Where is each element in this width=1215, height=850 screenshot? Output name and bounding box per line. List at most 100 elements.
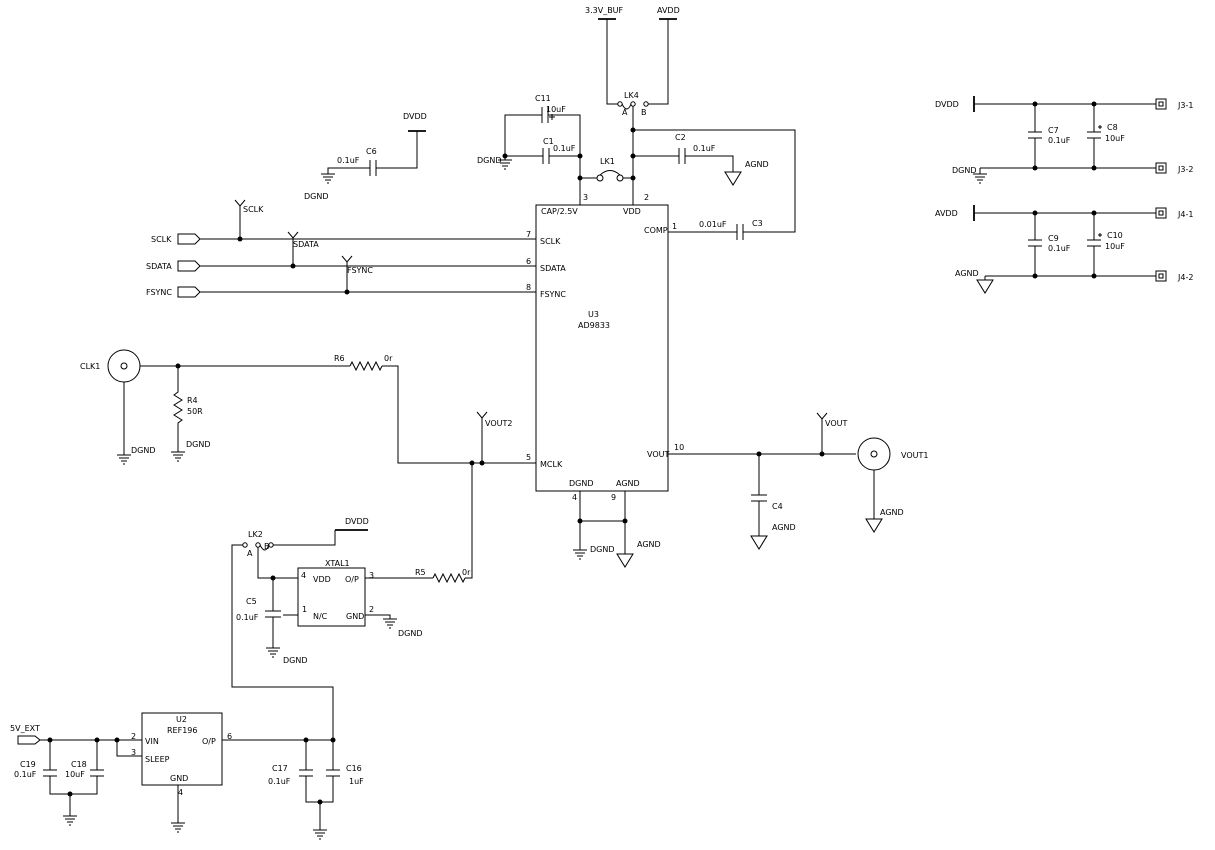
u3-pin-vout-num: 10 [674, 443, 684, 452]
fsync-netflag [341, 255, 353, 292]
r6-resistor: R6 0r [334, 354, 393, 372]
c18-c19-plates [43, 769, 104, 777]
junction [479, 460, 485, 466]
c9-value: 0.1uF [1048, 244, 1071, 253]
u2-pin-vin-name: VIN [145, 737, 159, 746]
lk4-b: B [641, 108, 647, 117]
ground-icon [117, 454, 131, 465]
c11-plus [549, 114, 555, 120]
lk4-pad [643, 101, 649, 107]
c6-value: 0.1uF [337, 156, 360, 165]
vout-output: VOUT VOUT1 AGND [668, 412, 928, 533]
net-avdd-top: AVDD [657, 6, 680, 15]
c4-capacitor: C4 AGND [750, 454, 796, 550]
junction [1032, 165, 1038, 171]
lk4-arc [621, 103, 632, 110]
agnd-symbol [976, 276, 994, 294]
sclk-netflag [234, 199, 246, 239]
lk2-arc [259, 544, 270, 551]
c1-value: 0.1uF [553, 144, 576, 153]
c9-ref: C9 [1048, 234, 1059, 243]
net-agnd-u3: AGND [637, 540, 661, 549]
c8-ref: C8 [1107, 123, 1118, 132]
ground-icon [973, 168, 987, 184]
lk1-ref: LK1 [600, 157, 615, 166]
ground-icon [171, 451, 185, 462]
u3-part: AD9833 [578, 321, 610, 330]
u3-pin-comp-num: 1 [672, 222, 677, 231]
u2-pin-op-name: O/P [202, 737, 216, 746]
xtal1-gnd-wire [365, 614, 391, 619]
net-dgnd-xtal: DGND [398, 629, 423, 638]
u2-pin-sleep-num: 3 [131, 748, 136, 757]
bnc-center [870, 450, 878, 458]
c7-ref: C7 [1048, 126, 1059, 135]
lk2-b: B [264, 542, 270, 551]
c7-c8-plates [1028, 131, 1101, 139]
vout-netflag [816, 412, 828, 454]
c17-value: 0.1uF [268, 777, 291, 786]
resistor-zigzag [173, 366, 183, 452]
c16-c17-plates [299, 769, 340, 777]
u3-pin-fsync-name: FSYNC [540, 290, 566, 299]
u2-pin-gnd-num: 4 [178, 788, 183, 797]
r6-ref: R6 [334, 354, 345, 363]
u2-pin-op-num: 6 [227, 732, 232, 741]
c3-plates [736, 224, 744, 240]
u3-pin-cap-num: 3 [583, 193, 588, 202]
c2-plates [678, 148, 686, 164]
junction [290, 263, 296, 269]
c1-ref: C1 [543, 137, 554, 146]
sdata-netflag [287, 231, 299, 266]
resistor-zigzag [432, 572, 466, 584]
net-dvdd-lk2: DVDD [345, 517, 369, 526]
terminal-pin [1158, 101, 1164, 107]
u2-output: C17 0.1uF C16 1uF [222, 737, 364, 840]
xtal1-oscillator: XTAL1 VDD 4 O/P 3 N/C 1 GND 2 DGND [283, 463, 473, 638]
port-icon [177, 286, 201, 298]
r6-value: 0r [384, 354, 393, 363]
u3-pin-sclk-name: SCLK [540, 237, 561, 246]
c3-capacitor: C3 0.01uF [668, 219, 763, 240]
c2-leads [633, 155, 734, 172]
c11-value: 10uF [546, 105, 566, 114]
v5-input: 5V_EXT C19 0.1uF C18 10uF [10, 724, 142, 826]
terminal-pin [1158, 273, 1164, 279]
xtal1-pin-nc-name: N/C [313, 612, 328, 621]
lk4-a: A [622, 108, 628, 117]
vout2-net: VOUT2 [469, 411, 512, 466]
agnd-symbol [616, 553, 634, 568]
xtal1-pin-op-num: 3 [369, 571, 374, 580]
net-dvdd-top: DVDD [403, 112, 427, 121]
port-icon [177, 233, 201, 245]
junction [1032, 210, 1038, 216]
u2-part: REF196 [167, 726, 197, 735]
c17-ref: C17 [272, 764, 288, 773]
terminal-pin [1158, 165, 1164, 171]
c11-ref: C11 [535, 94, 551, 103]
net-vout2: VOUT2 [485, 419, 512, 428]
u3-pin-vout-name: VOUT [647, 450, 669, 459]
ground-icon [321, 173, 335, 184]
junction [1032, 273, 1038, 279]
c18-ref: C18 [71, 760, 87, 769]
c7-c8-leads [1034, 104, 1095, 168]
resistor-zigzag [349, 360, 383, 372]
port-icon [177, 260, 201, 272]
lk2-pad [255, 542, 261, 548]
avdd-wire [648, 19, 669, 105]
net-agnd-c4: AGND [772, 523, 796, 532]
comp-loop-wire [633, 129, 796, 233]
ground-icon [498, 159, 512, 170]
c3-value: 0.01uF [699, 220, 727, 229]
c9-c10-plates [1028, 239, 1101, 247]
u2-pin-gnd-name: GND [170, 774, 188, 783]
lk2-a: A [247, 549, 253, 558]
net-agnd-vout1: AGND [880, 508, 904, 517]
terminal-icon [1155, 207, 1167, 219]
vbuf-wire [606, 19, 618, 105]
net-vout1: VOUT1 [901, 451, 928, 460]
net-clk1: CLK1 [80, 362, 100, 371]
